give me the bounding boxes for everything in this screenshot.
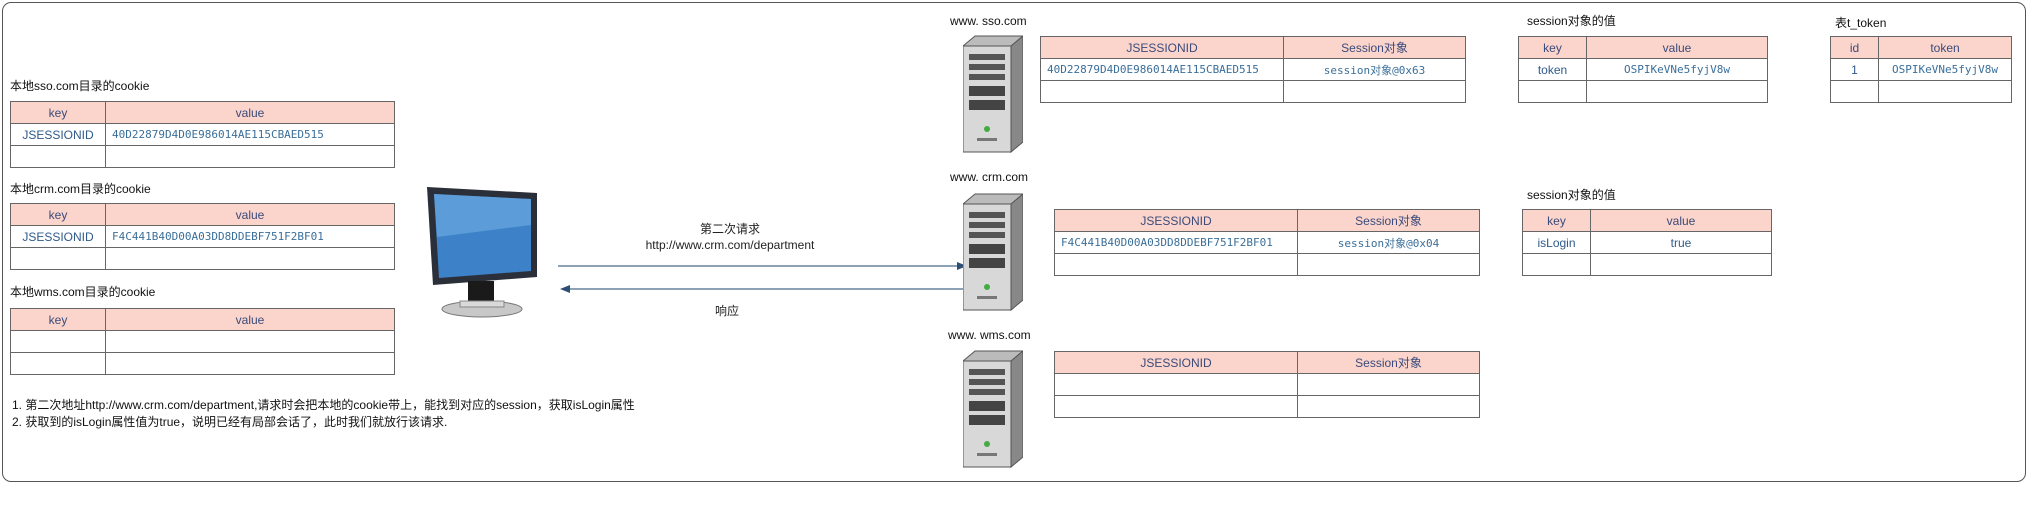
value-header: value (105, 203, 395, 226)
key-header: key (10, 308, 106, 331)
table-row (1522, 253, 1772, 276)
sso-session-values-title: session对象的值 (1527, 14, 1616, 28)
server-wms-name: www. wms.com (948, 328, 1031, 342)
request-response-arrows (558, 262, 967, 293)
notes: 1. 第二次地址http://www.crm.com/department,请求… (12, 397, 635, 431)
table-row (10, 247, 395, 270)
crm-session-values-title: session对象的值 (1527, 188, 1616, 202)
key-header: key (10, 101, 106, 124)
request-label: 第二次请求 http://www.crm.com/department (645, 222, 815, 252)
table-row (1054, 253, 1480, 276)
table-row (10, 145, 395, 168)
arrow-right-icon (957, 262, 967, 270)
note-1: 1. 第二次地址http://www.crm.com/department,请求… (12, 398, 635, 412)
table-row (1040, 80, 1466, 103)
client-monitor-icon (427, 187, 537, 318)
value-header: value (105, 308, 395, 331)
table-row (10, 352, 395, 375)
t-token-title: 表t_token (1835, 16, 1887, 30)
table-row (10, 330, 395, 353)
arrow-left-icon (560, 285, 570, 293)
table-row (1518, 80, 1768, 103)
table-row (1054, 373, 1480, 396)
wms-server-icon (963, 350, 1023, 469)
crm-cookie-title: 本地crm.com目录的cookie (10, 182, 151, 196)
value-header: value (105, 101, 395, 124)
crm-server-icon (963, 193, 1023, 312)
response-label: 响应 (715, 304, 740, 318)
key-header: key (10, 203, 106, 226)
sso-server-icon (963, 35, 1023, 154)
table-row (1830, 80, 2012, 103)
sso-cookie-title: 本地sso.com目录的cookie (10, 79, 150, 93)
note-2: 2. 获取到的isLogin属性值为true，说明已经有局部会话了，此时我们就放… (12, 415, 448, 429)
table-row (1054, 395, 1480, 418)
wms-cookie-title: 本地wms.com目录的cookie (10, 285, 156, 299)
server-crm-name: www. crm.com (950, 170, 1028, 184)
server-sso-name: www. sso.com (950, 14, 1027, 28)
